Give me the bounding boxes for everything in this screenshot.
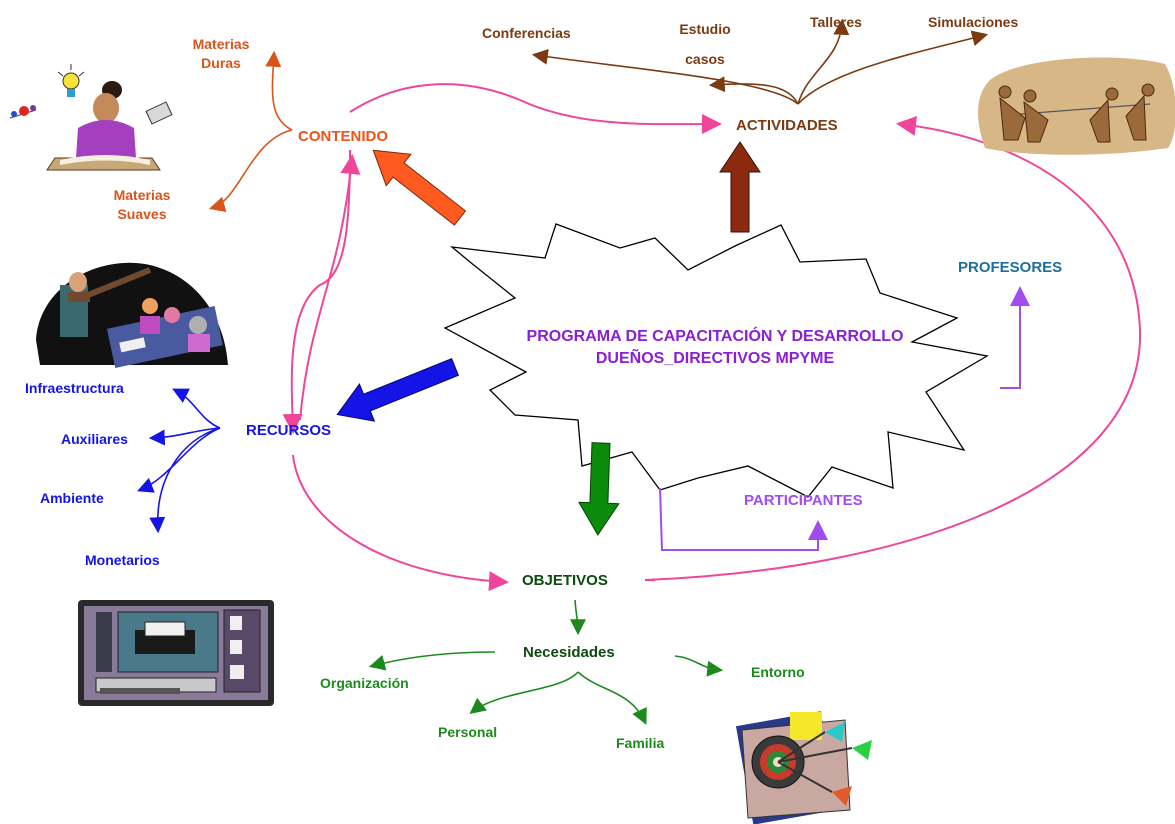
- branch-materias-duras: [265, 50, 293, 131]
- connector-contenido-actividades: [349, 83, 722, 135]
- tug-of-war-clipart: [978, 57, 1175, 155]
- node-actividades: ACTIVIDADES: [736, 117, 838, 134]
- item-estudio-casos-line2: casos: [685, 51, 725, 67]
- connector-objetivos-actividades: [644, 115, 1142, 581]
- branch-ambiente: [137, 427, 221, 493]
- dartboard-target-clipart: [735, 711, 872, 824]
- branch-simulaciones: [797, 30, 989, 105]
- item-materias-duras: Materias Duras: [183, 35, 259, 73]
- item-ambiente: Ambiente: [40, 490, 104, 506]
- computer-dashboard-clipart: [78, 600, 274, 706]
- branch-materias-suaves: [208, 129, 293, 213]
- branch-entorno: [674, 655, 724, 677]
- program-title-line2: DUEÑOS_DIRECTIVOS MPYME: [595, 350, 835, 367]
- center-arrow-recursos: [336, 358, 460, 422]
- item-materias-duras-line2: Duras: [201, 55, 241, 71]
- center-arrow-objetivos: [578, 442, 620, 536]
- connector-contenido-recursos: [282, 149, 351, 434]
- item-estudio-casos: Estudio casos: [670, 14, 740, 74]
- node-contenido: CONTENIDO: [298, 128, 388, 145]
- item-conferencias: Conferencias: [482, 25, 571, 41]
- item-entorno: Entorno: [751, 664, 805, 680]
- branch-organizacion: [368, 651, 496, 671]
- item-materias-suaves: Materias Suaves: [104, 186, 180, 224]
- branch-monetarios: [149, 427, 221, 534]
- branch-familia: [577, 671, 647, 725]
- item-estudio-casos-line1: Estudio: [679, 21, 731, 37]
- connector-recursos-objetivos: [292, 454, 509, 592]
- item-familia: Familia: [616, 735, 665, 751]
- connector-profesores: [1000, 286, 1030, 389]
- item-infraestructura: Infraestructura: [25, 380, 124, 396]
- item-organizacion: Organización: [320, 675, 409, 691]
- node-necesidades: Necesidades: [523, 644, 615, 661]
- branch-objetivos-necesidades: [569, 599, 586, 636]
- node-profesores: PROFESORES: [958, 259, 1063, 276]
- program-title: PROGRAMA DE CAPACITACIÓN Y DESARROLLO DU…: [470, 326, 960, 370]
- item-talleres: Talleres: [810, 14, 862, 30]
- item-monetarios: Monetarios: [85, 552, 160, 568]
- item-simulaciones: Simulaciones: [928, 14, 1019, 30]
- branch-infraestructura: [172, 388, 221, 429]
- connector-recursos-contenido: [299, 154, 361, 421]
- central-starburst: [443, 223, 989, 498]
- center-arrow-actividades: [719, 141, 761, 233]
- classroom-presentation-clipart: [36, 262, 228, 368]
- item-materias-suaves-line1: Materias: [113, 187, 171, 203]
- branch-auxiliares: [148, 427, 221, 446]
- branch-personal: [469, 671, 579, 714]
- node-participantes: PARTICIPANTES: [744, 492, 863, 509]
- item-materias-duras-line1: Materias: [192, 36, 250, 52]
- program-title-line1: PROGRAMA DE CAPACITACIÓN Y DESARROLLO: [526, 328, 904, 345]
- item-auxiliares: Auxiliares: [61, 431, 128, 447]
- connector-participantes: [659, 487, 828, 551]
- node-objetivos: OBJETIVOS: [522, 572, 608, 589]
- branch-talleres: [797, 18, 850, 105]
- branch-estudio-casos: [708, 76, 799, 105]
- teacher-reading-clipart: [9, 64, 173, 171]
- center-arrow-contenido: [372, 149, 467, 226]
- node-recursos: RECURSOS: [246, 422, 332, 439]
- item-personal: Personal: [438, 724, 498, 740]
- branch-conferencias: [531, 48, 799, 105]
- item-materias-suaves-line2: Suaves: [117, 206, 167, 222]
